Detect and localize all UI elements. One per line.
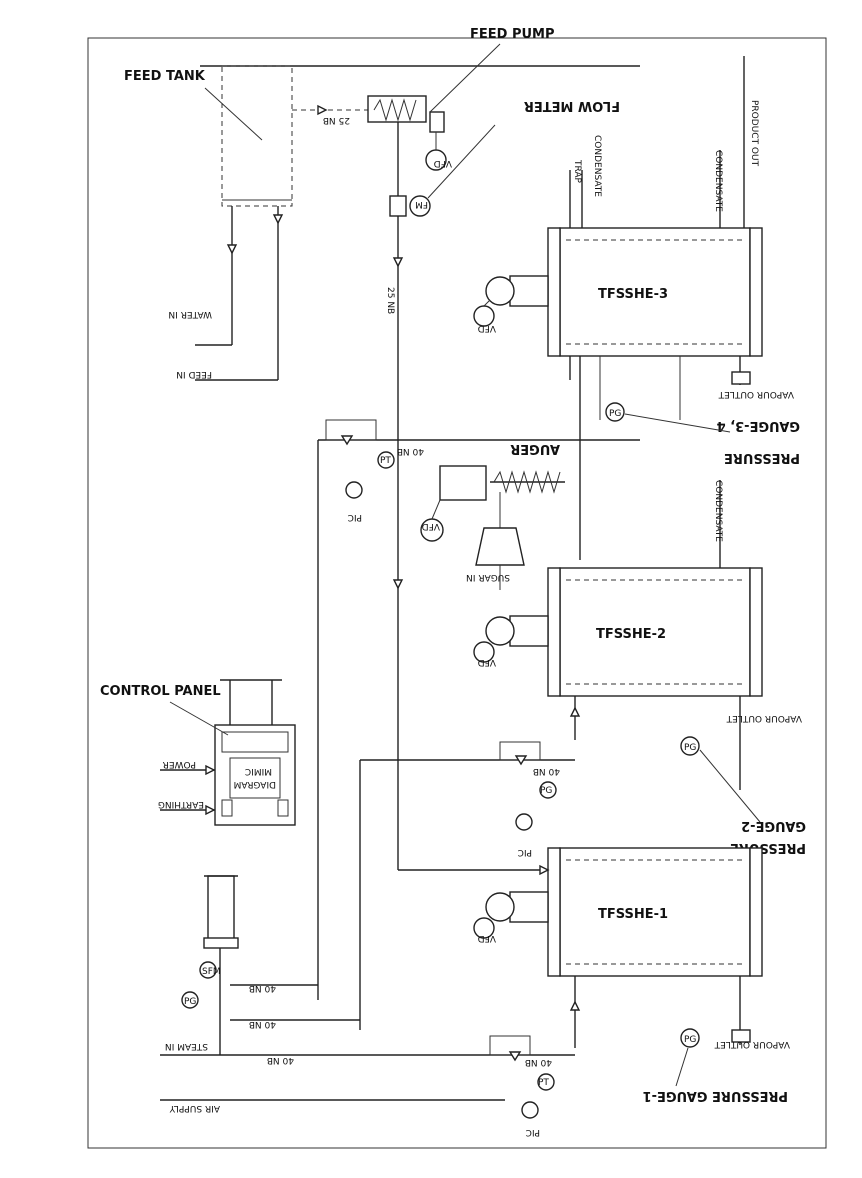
feed-pipe-size: 25 NB <box>385 287 395 314</box>
steam-in-label: STEAM IN <box>165 1041 208 1051</box>
pt-bottom: PT <box>538 1078 549 1088</box>
feed-tank-leader <box>204 87 263 141</box>
feed-in-label: FEED IN <box>176 369 212 379</box>
flow-meter-indicator <box>409 195 431 217</box>
tfsshe-3-vfd: VFD <box>478 323 496 333</box>
steam-trap-assembly <box>181 875 239 1055</box>
pic-mid: PIC <box>518 847 532 857</box>
feed-pump-vfd: VFD <box>434 158 452 168</box>
feed-line-size: 25 NB <box>323 115 350 125</box>
control-panel-label: CONTROL PANEL <box>100 684 221 699</box>
nb40-steam-2: 40 NB <box>249 1019 276 1029</box>
flow-meter-leader <box>427 124 496 199</box>
vapour-outlet-1: VAPOUR OUTLET <box>714 1039 790 1049</box>
pressure-gauge-2-icon <box>680 736 700 756</box>
sfm-label: SFM <box>202 967 221 977</box>
nb40-bottom: 40 NB <box>525 1057 552 1067</box>
pressure-gauge-1-leader <box>675 1047 689 1087</box>
pressure-gauge-3-icon <box>605 402 625 422</box>
auger-assembly <box>420 465 565 566</box>
water-in-label: WATER IN <box>168 309 212 319</box>
feed-valve-icon <box>317 104 328 116</box>
tfsshe-3-label: TFSSHE-3 <box>598 287 668 302</box>
control-panel <box>214 679 296 826</box>
vapour-outlet-3: VAPOUR OUTLET <box>718 389 794 399</box>
nb40-steam-3: 40 NB <box>267 1055 294 1065</box>
flow-meter-fm: FM <box>415 199 428 209</box>
feed-pump-leader <box>429 43 501 113</box>
air-supply-label: AIR SUPPLY <box>169 1103 220 1113</box>
pressure-gauge-3-pg: PG <box>609 409 621 419</box>
feed-pump-label: FEED PUMP <box>470 27 555 42</box>
pressure-gauge-1-icon <box>680 1028 700 1048</box>
nb40-top: 40 NB <box>397 446 424 456</box>
tfsshe-3-trap: TRAP <box>572 159 582 184</box>
pt-top: PT <box>380 456 391 466</box>
feed-pump <box>367 95 447 171</box>
tfsshe-1-vessel <box>473 847 763 977</box>
product-out-label: PRODUCT OUT <box>749 100 759 167</box>
auger-label: AUGER <box>510 441 560 456</box>
pg-steam: PG <box>184 997 196 1007</box>
pressure-gauge-1-pg: PG <box>684 1035 696 1045</box>
pressure-gauge-2-line2: GAUGE-2 <box>741 818 806 833</box>
vapour-outlet-2: VAPOUR OUTLET <box>726 713 802 723</box>
pressure-gauge-34-line2: GAUGE-3, 4 <box>717 418 800 433</box>
drawing-border <box>87 37 827 1149</box>
earthing-label: EARTHING <box>158 799 204 809</box>
feed-tank-label: FEED TANK <box>124 69 206 84</box>
pressure-gauge-2-pg: PG <box>684 743 696 753</box>
tfsshe-3-vessel <box>473 227 763 357</box>
pressure-gauge-1-label: PRESSURE GAUGE-1 <box>643 1088 788 1103</box>
tfsshe-1-vfd: VFD <box>478 933 496 943</box>
tfsshe-2-label: TFSSHE-2 <box>596 627 666 642</box>
auger-vfd: VFD <box>422 521 440 531</box>
flow-meter-element <box>389 195 407 217</box>
tfsshe-2-vfd: VFD <box>478 657 496 667</box>
control-panel-leader <box>169 701 229 736</box>
tfsshe-3-condensate: CONDENSATE <box>592 135 602 197</box>
pressure-gauge-34-leader <box>624 413 731 433</box>
flow-meter-label: FLOW METER <box>524 98 620 113</box>
power-label: POWER <box>163 759 196 769</box>
tfsshe-1-label: TFSSHE-1 <box>598 907 668 922</box>
tfsshe-2-vessel <box>473 567 763 697</box>
nb40-steam-1: 40 NB <box>249 983 276 993</box>
pressure-gauge-34-line1: PRESSURE <box>724 450 800 465</box>
pg-mid: PG <box>540 786 552 796</box>
sugar-in-label: SUGAR IN <box>466 572 510 582</box>
tfsshe-2-condensate: CONDENSATE <box>713 480 723 542</box>
pic-top: PIC <box>348 512 362 522</box>
mimic-line1: MIMIC <box>245 766 272 776</box>
feed-tank <box>221 65 293 380</box>
pic-bottom: PIC <box>526 1127 540 1137</box>
tfsshe-3-condensate-2: CONDENSATE <box>713 150 723 212</box>
pressure-gauge-2-leader <box>699 749 761 823</box>
nb40-mid: 40 NB <box>533 766 560 776</box>
mimic-line2: DIAGRAM <box>234 779 276 789</box>
